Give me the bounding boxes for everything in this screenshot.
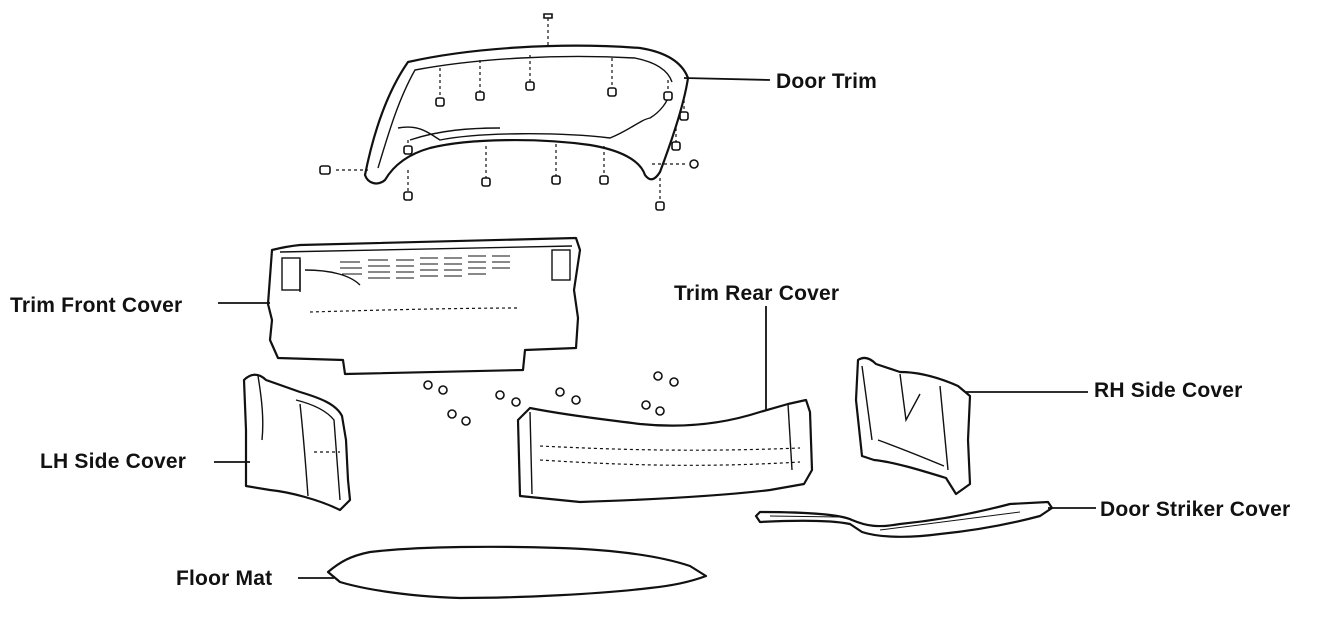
label-door-trim: Door Trim [776, 70, 877, 93]
door-striker-cover-part [754, 500, 1054, 538]
door-trim-screws [319, 13, 699, 211]
clip-nuts [423, 371, 679, 426]
label-floor-mat: Floor Mat [176, 567, 273, 590]
door-trim-part [319, 13, 699, 211]
label-rh-side-cover: RH Side Cover [1094, 379, 1243, 402]
trim-front-cover-part [266, 236, 582, 376]
label-door-striker-cover: Door Striker Cover [1100, 498, 1291, 521]
label-trim-front-cover: Trim Front Cover [10, 294, 183, 317]
door-trim-leader [683, 77, 771, 81]
label-trim-rear-cover: Trim Rear Cover [674, 282, 840, 305]
floor-mat-part [326, 545, 708, 600]
label-lh-side-cover: LH Side Cover [40, 450, 187, 473]
trim-rear-cover-part [516, 398, 814, 504]
rh-side-cover-part [854, 356, 972, 496]
lh-side-cover-part [242, 373, 352, 512]
